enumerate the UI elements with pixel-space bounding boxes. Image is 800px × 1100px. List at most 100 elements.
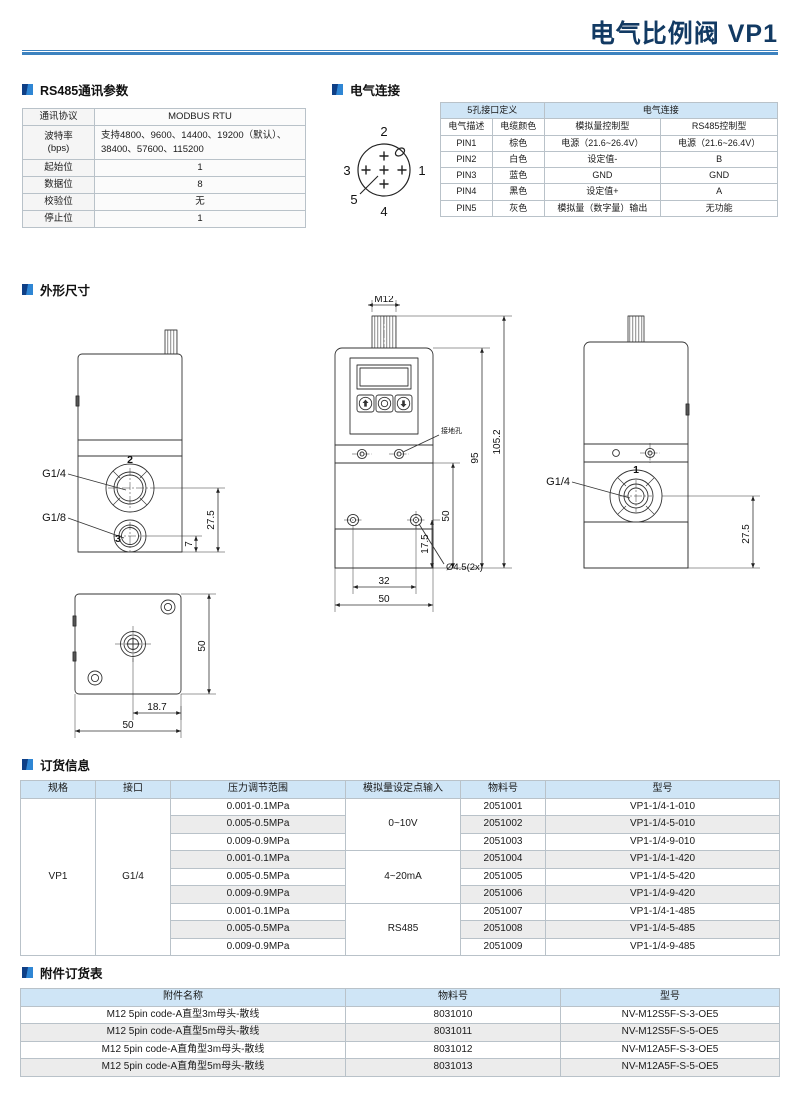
pin-contact-bottom bbox=[379, 179, 389, 189]
cell-analog: 设定值+ bbox=[543, 183, 662, 201]
cell-value: 无 bbox=[94, 193, 306, 212]
column-header-model: 型号 bbox=[560, 988, 780, 1007]
label-g14-right: G1/4 bbox=[546, 476, 570, 488]
label-g14-left: G1/4 bbox=[42, 468, 66, 480]
section-heading-ordering: 订货信息 bbox=[22, 755, 90, 774]
right-view-mid-band bbox=[583, 443, 689, 463]
cell-pin: PIN3 bbox=[440, 166, 493, 185]
connector-body-circle bbox=[357, 143, 411, 197]
arrow-down-icon bbox=[400, 400, 407, 408]
cell-cable-color: 棕色 bbox=[491, 134, 545, 152]
cell-rs485: GND bbox=[660, 166, 778, 185]
connector-keyway-icon bbox=[394, 147, 406, 157]
pin-contact-left bbox=[361, 165, 371, 175]
cell-label: 校验位 bbox=[22, 193, 95, 212]
cell-material: 2051004 bbox=[460, 850, 546, 869]
front-view-mid-band bbox=[334, 444, 434, 464]
dim-7-left: 7 bbox=[184, 541, 195, 547]
header-group-left: 5孔接口定义 bbox=[440, 101, 545, 120]
cell-model: VP1-1/4-5-485 bbox=[545, 920, 780, 939]
table-row: PIN4 黑色 设定值+ A bbox=[440, 183, 778, 201]
pin-contact-right bbox=[397, 165, 407, 175]
m12-connector-pinout-diagram: 2 1 4 3 5 bbox=[343, 124, 425, 219]
cell-cable-color: 白色 bbox=[491, 150, 545, 169]
table-row: M12 5pin code-A直型5m母头-散线 8031011 NV-M12S… bbox=[20, 1023, 780, 1042]
section-title-dimensions: 外形尺寸 bbox=[40, 284, 91, 298]
table-row: 0.009-0.9MPa 2051003 VP1-1/4-9-010 bbox=[21, 832, 780, 851]
cell-pin: PIN2 bbox=[440, 150, 493, 169]
table-row: PIN5 灰色 模拟量（数字量）输出 无功能 bbox=[440, 199, 778, 217]
header-divider bbox=[22, 50, 778, 55]
label-g18-left: G1/8 bbox=[42, 512, 66, 524]
label-ground-hole: 接地孔 bbox=[441, 426, 462, 435]
table-row: M12 5pin code-A直角型3m母头-散线 8031012 NV-M12… bbox=[20, 1040, 780, 1059]
table-row: PIN2 白色 设定值- B bbox=[440, 150, 778, 169]
pin-contact-center bbox=[379, 165, 389, 175]
dim-m12: M12 bbox=[374, 296, 394, 305]
cell-range: 0.001-0.1MPa bbox=[170, 902, 346, 921]
cell-range: 0.009-0.9MPa bbox=[170, 832, 346, 851]
column-header-material: 物料号 bbox=[460, 780, 546, 799]
button-set bbox=[375, 394, 394, 413]
dim-175: 17.5 bbox=[420, 534, 431, 554]
column-header: 电缆颜色 bbox=[491, 118, 545, 136]
cell-range: 0.001-0.1MPa bbox=[170, 797, 346, 816]
cell-material: 2051001 bbox=[460, 797, 546, 816]
front-view-buttons bbox=[356, 394, 413, 413]
section-heading-dimensions: 外形尺寸 bbox=[22, 280, 90, 299]
table-row: 通讯协议 MODBUS RTU bbox=[22, 108, 306, 126]
dim-50-height-top: 50 bbox=[197, 640, 208, 652]
cell-pin: PIN4 bbox=[440, 183, 493, 201]
section-marker-icon bbox=[332, 84, 343, 95]
label-port-1: 1 bbox=[633, 464, 639, 476]
cell-accessory-name: M12 5pin code-A直角型3m母头-散线 bbox=[20, 1040, 346, 1059]
cell-model: VP1-1/4-9-420 bbox=[545, 885, 780, 904]
cell-range: 0.005-0.5MPa bbox=[170, 867, 346, 886]
right-view-vent-hole bbox=[612, 449, 620, 457]
cell-spec: VP1 bbox=[20, 797, 96, 956]
pin-label-1: 1 bbox=[418, 163, 425, 178]
cell-accessory-name: M12 5pin code-A直角型5m母头-散线 bbox=[20, 1058, 346, 1077]
cell-range: 0.009-0.9MPa bbox=[170, 937, 346, 956]
cell-range: 0.009-0.9MPa bbox=[170, 885, 346, 904]
front-view-mounting-holes bbox=[344, 511, 425, 529]
cell-input: 0~10V bbox=[345, 797, 461, 851]
cell-material: 2051005 bbox=[460, 867, 546, 886]
section-title-rs485: RS485通讯参数 bbox=[40, 84, 129, 98]
pin-label-4: 4 bbox=[380, 204, 387, 219]
section-title-electrical: 电气连接 bbox=[350, 84, 401, 98]
g18-leader-left bbox=[67, 517, 125, 539]
cell-model: VP1-1/4-1-010 bbox=[545, 797, 780, 816]
table-row: VP1 G1/4 0.001-0.1MPa 0~10V 2051001 VP1-… bbox=[20, 797, 780, 956]
cell-material: 2051006 bbox=[460, 885, 546, 904]
header-group-right: 电气连接 bbox=[543, 101, 779, 120]
g14-leader-right bbox=[571, 481, 631, 499]
cell-material: 8031013 bbox=[345, 1058, 561, 1077]
circle-icon bbox=[380, 399, 389, 408]
column-header-port: 接口 bbox=[95, 780, 171, 799]
table-header-group-row: 5孔接口定义 电气连接 bbox=[440, 101, 779, 120]
cell-label: 起始位 bbox=[22, 159, 95, 178]
right-view-side-tab bbox=[685, 403, 690, 416]
dim-50-depth: 50 bbox=[441, 510, 452, 522]
cell-rs485: B bbox=[660, 150, 778, 169]
table-row: 校验位 无 bbox=[22, 193, 306, 212]
cell-analog: 设定值- bbox=[543, 150, 662, 169]
cell-model: VP1-1/4-1-420 bbox=[545, 850, 780, 869]
table-row: M12 5pin code-A直角型5m母头-散线 8031013 NV-M12… bbox=[20, 1058, 780, 1077]
cell-value: MODBUS RTU bbox=[94, 108, 306, 126]
cell-material: 2051003 bbox=[460, 832, 546, 851]
note-hole-diameter: Ø4.5(2x) bbox=[446, 562, 483, 573]
section-marker-icon bbox=[22, 759, 33, 770]
cell-label: 通讯协议 bbox=[22, 108, 95, 126]
accessory-ordering-table: 附件名称 物料号 型号 M12 5pin code-A直型3m母头-散线 803… bbox=[20, 988, 780, 1077]
cell-value: 1 bbox=[94, 210, 306, 228]
dim-50-width-front: 50 bbox=[378, 594, 390, 605]
table-row: 起始位 1 bbox=[22, 159, 306, 178]
cell-label: 波特率 (bps) bbox=[22, 124, 95, 161]
label-port-3: 3 bbox=[115, 533, 121, 545]
cell-pin: PIN1 bbox=[440, 134, 493, 152]
front-view-display-outer bbox=[356, 364, 412, 390]
page-title: 电气比例阀 VP1 bbox=[589, 20, 778, 48]
